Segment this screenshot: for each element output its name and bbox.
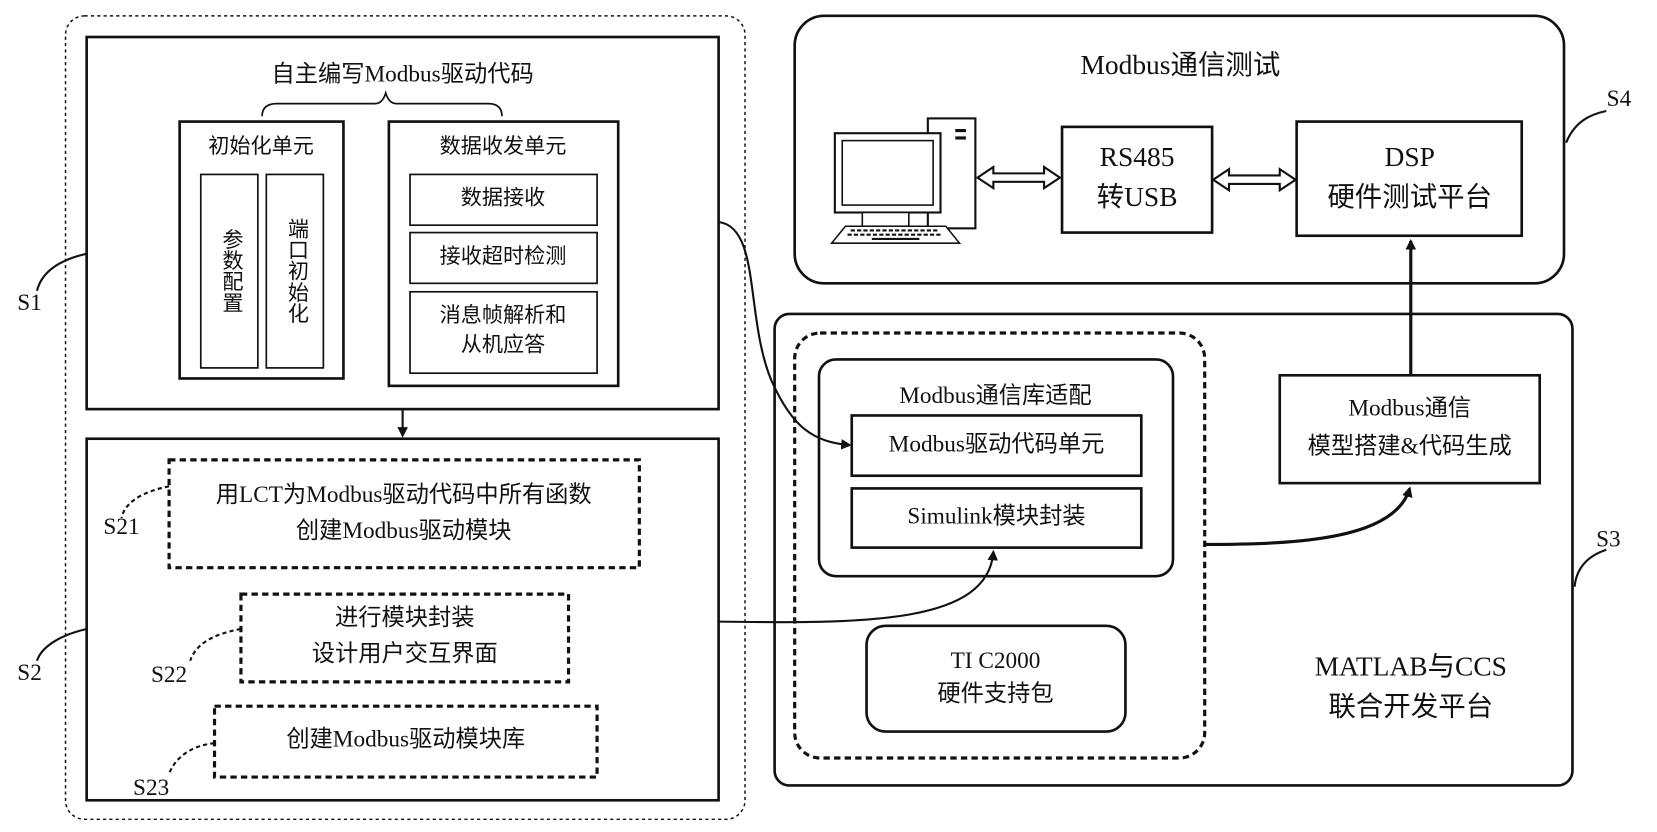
init-unit-title: 初始化单元 xyxy=(208,134,314,158)
port-init-box xyxy=(265,173,325,369)
s1-label: S1 xyxy=(17,290,42,316)
dsp-line2: 硬件测试平台 xyxy=(1327,182,1492,212)
driver-unit-label: Modbus驱动代码单元 xyxy=(889,431,1105,457)
double-arrow-rs485-dsp xyxy=(1211,167,1298,193)
s1-leader xyxy=(35,252,87,292)
timeout-detect-label: 接收超时检测 xyxy=(440,244,567,268)
s22-to-simulink-arrow xyxy=(718,549,998,624)
desktop-computer-icon xyxy=(830,117,977,244)
port-init-label: 端口初始化 xyxy=(285,217,309,324)
double-arrow-pc-rs485 xyxy=(975,165,1062,191)
ti-c2000-box xyxy=(865,624,1127,733)
ti-line1: TI C2000 xyxy=(951,648,1041,674)
adapt-title: Modbus通信库适配 xyxy=(899,383,1091,409)
s23-line1: 创建Modbus驱动模块库 xyxy=(286,726,525,752)
driver-unit-box xyxy=(850,414,1143,478)
s22-line2: 设计用户交互界面 xyxy=(312,641,498,667)
model-codegen-box xyxy=(1278,373,1542,485)
brace-icon xyxy=(261,90,503,117)
model-line2: 模型搭建&代码生成 xyxy=(1308,434,1512,460)
s21-box xyxy=(167,458,641,570)
model-line1: Modbus通信 xyxy=(1348,396,1471,422)
param-config-box xyxy=(199,173,259,369)
s2-block: 用LCT为Modbus驱动代码中所有函数 创建Modbus驱动模块 进行模块封装… xyxy=(85,437,720,802)
s22-label: S22 xyxy=(151,662,187,688)
s4-leader xyxy=(1565,109,1607,144)
frame-parse-line2: 从机应答 xyxy=(461,333,545,357)
s23-box xyxy=(212,704,599,779)
s1-s2-group-border xyxy=(64,15,746,821)
s2-box xyxy=(85,437,720,802)
data-unit-title: 数据收发单元 xyxy=(440,134,567,158)
platform-line1: MATLAB与CCS xyxy=(1315,652,1507,682)
s3-box xyxy=(773,312,1574,787)
rs485-line1: RS485 xyxy=(1100,142,1175,172)
s3-block: Modbus通信库适配 Modbus驱动代码单元 Simulink模块封装 TI… xyxy=(773,312,1574,787)
init-unit: 初始化单元 参数配置 端口初始化 xyxy=(178,120,345,380)
s2-leader xyxy=(35,627,87,662)
s1-to-driver-unit-arrow xyxy=(718,220,852,450)
s23-label: S23 xyxy=(133,775,169,801)
dsp-box xyxy=(1295,120,1524,238)
timeout-detect-box xyxy=(409,231,598,285)
data-receive-box xyxy=(409,173,598,227)
s23-leader xyxy=(168,742,215,775)
s3-label: S3 xyxy=(1596,527,1621,553)
s1-title: 自主编写Modbus驱动代码 xyxy=(272,61,534,87)
s1-box xyxy=(85,35,720,411)
s21-line1: 用LCT为Modbus驱动代码中所有函数 xyxy=(216,482,592,508)
simulink-box xyxy=(850,487,1143,549)
s4-title: Modbus通信测试 xyxy=(1080,50,1280,80)
frame-parse-box xyxy=(409,290,598,375)
dsp-line1: DSP xyxy=(1385,142,1435,172)
s1-block: 自主编写Modbus驱动代码 初始化单元 参数配置 端口初始化 数据收发单元 数… xyxy=(85,35,720,411)
s22-line1: 进行模块封装 xyxy=(335,605,474,631)
data-receive-label: 数据接收 xyxy=(461,186,545,210)
s4-label: S4 xyxy=(1607,86,1632,112)
ti-line2: 硬件支持包 xyxy=(937,681,1053,707)
adapt-to-model-arrow xyxy=(1204,486,1413,547)
s22-leader xyxy=(189,627,242,662)
frame-parse-line1: 消息帧解析和 xyxy=(440,303,567,327)
s22-box xyxy=(239,592,571,684)
data-unit: 数据收发单元 数据接收 接收超时检测 消息帧解析和 从机应答 xyxy=(387,120,620,388)
s21-label: S21 xyxy=(103,514,139,540)
s3-leader xyxy=(1573,548,1607,587)
simulink-label: Simulink模块封装 xyxy=(907,503,1085,529)
s4-block: Modbus通信测试 RS485 转USB DSP 硬件测试平台 xyxy=(793,14,1566,285)
adapt-box xyxy=(817,358,1175,578)
s2-label: S2 xyxy=(17,660,42,686)
rs485-line2: 转USB xyxy=(1097,182,1178,212)
platform-line2: 联合开发平台 xyxy=(1328,692,1493,722)
s21-line2: 创建Modbus驱动模块 xyxy=(296,518,512,544)
param-config-label: 参数配置 xyxy=(219,228,243,313)
s4-box xyxy=(793,14,1566,285)
